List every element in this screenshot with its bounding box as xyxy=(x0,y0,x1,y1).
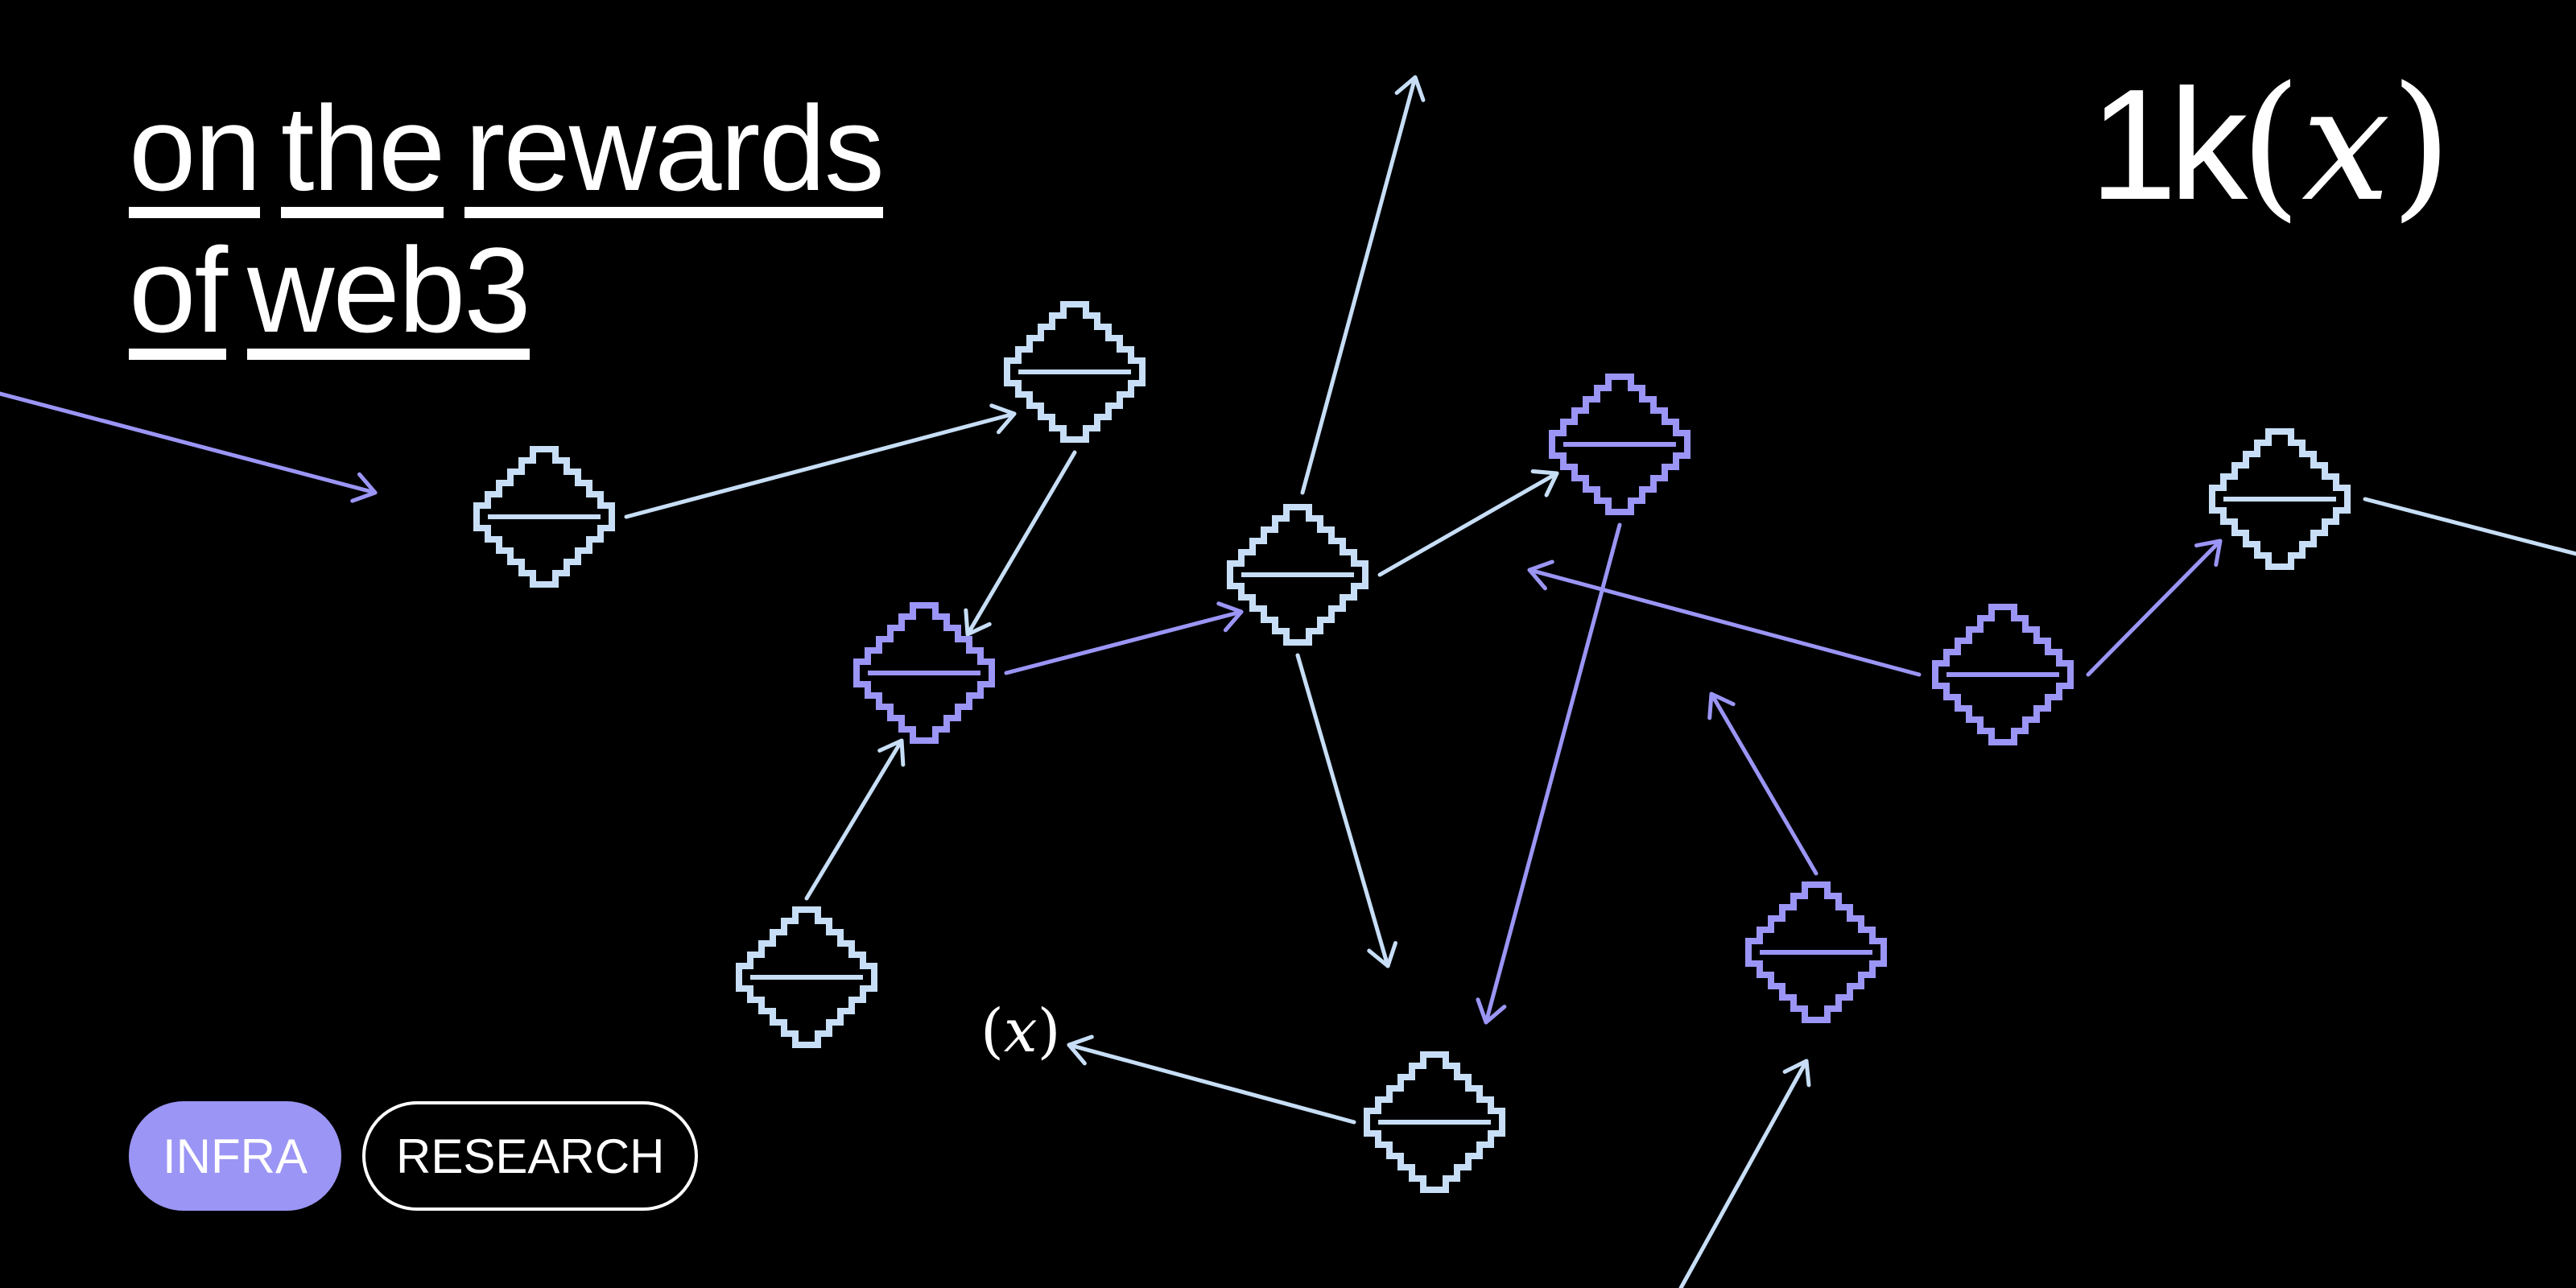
graph-edge xyxy=(1484,522,1622,1025)
arrow-icon xyxy=(1067,1034,1094,1066)
arrow-icon xyxy=(964,608,992,637)
brand-close-paren: ) xyxy=(2390,53,2452,237)
graph-edge xyxy=(965,450,1077,637)
label-variable: x xyxy=(1003,997,1038,1066)
graph-edge xyxy=(1295,653,1390,968)
graph-edge xyxy=(804,738,904,901)
title-word: on xyxy=(129,88,262,218)
brand-logo: 1k(x) xyxy=(2090,56,2453,233)
arrow-icon xyxy=(877,738,906,767)
pixel-diamond-icon xyxy=(853,602,995,744)
graph-edge xyxy=(1067,1042,1356,1125)
graph-variable-label: (x) xyxy=(980,995,1060,1067)
graph-edge xyxy=(1377,471,1559,577)
title-word: rewards xyxy=(464,88,885,218)
category-tags: INFRA RESEARCH xyxy=(129,1101,699,1211)
pixel-diamond-icon xyxy=(473,446,615,588)
graph-nodes xyxy=(473,301,2351,1193)
graph-edge xyxy=(0,391,378,495)
arrow-icon xyxy=(2194,539,2223,568)
graph-edge xyxy=(1709,691,1818,876)
arrow-icon xyxy=(1527,559,1554,591)
pixel-diamond-icon xyxy=(736,906,877,1048)
arrow-icon xyxy=(350,472,378,503)
arrow-icon xyxy=(989,403,1017,435)
graph-edges xyxy=(0,75,2576,1288)
graph-edge xyxy=(2086,539,2223,677)
pixel-diamond-icon xyxy=(1745,881,1887,1023)
pixel-diamond-icon xyxy=(2209,428,2351,570)
graph-edge xyxy=(624,411,1017,519)
title-word: of xyxy=(129,229,228,360)
graph-edge xyxy=(1527,568,1922,677)
arrow-icon xyxy=(1394,75,1426,102)
arrow-icon xyxy=(1367,941,1397,968)
arrow-icon xyxy=(1707,691,1736,720)
brand-variable: x xyxy=(2301,53,2391,237)
graph-edge xyxy=(1300,75,1418,495)
brand-open-paren: ( xyxy=(2240,53,2301,237)
label-open-paren: ( xyxy=(980,997,1004,1066)
tag-research[interactable]: RESEARCH xyxy=(362,1101,699,1211)
pixel-diamond-icon xyxy=(1364,1051,1505,1193)
label-close-paren: ) xyxy=(1037,997,1061,1066)
title-word: web3 xyxy=(247,229,531,360)
pixel-diamond-icon xyxy=(1004,301,1146,443)
pixel-diamond-icon xyxy=(1549,374,1690,515)
graph-edge xyxy=(1004,609,1244,675)
tag-infra[interactable]: INFRA xyxy=(129,1101,341,1211)
arrow-icon xyxy=(1216,601,1244,633)
brand-prefix: 1k xyxy=(2089,56,2248,233)
graph-edge xyxy=(1678,1059,1809,1288)
arrow-icon xyxy=(1476,997,1507,1025)
graph-edge xyxy=(2363,497,2576,556)
pixel-diamond-icon xyxy=(1227,504,1368,646)
arrow-icon xyxy=(1530,469,1559,497)
arrow-icon xyxy=(1782,1059,1811,1088)
pixel-diamond-icon xyxy=(1932,604,2074,745)
title-word: the xyxy=(280,88,445,218)
